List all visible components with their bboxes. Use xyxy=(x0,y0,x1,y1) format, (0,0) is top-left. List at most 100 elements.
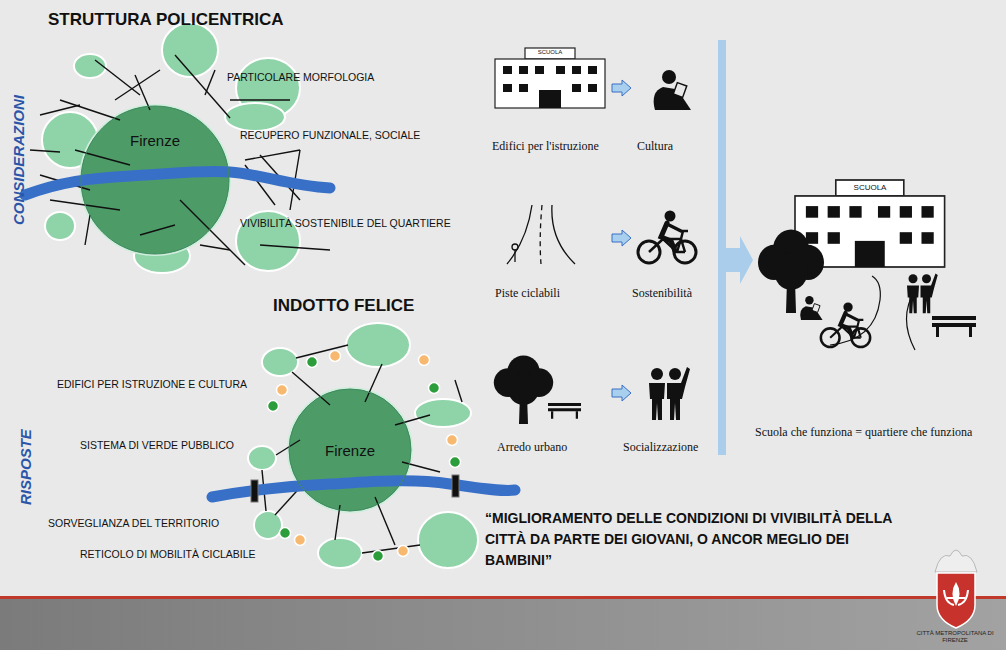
polycentric-map-part-part xyxy=(230,99,290,100)
circle-outline xyxy=(80,105,230,255)
happy-network-map-part xyxy=(277,351,458,557)
polycentric-map-part-part xyxy=(225,103,285,131)
happy-network-map-part xyxy=(248,323,478,568)
divider-arrow-part xyxy=(726,236,753,284)
building-sign: SCUOLA xyxy=(525,49,575,56)
happy-network-map-part xyxy=(288,388,412,512)
polycentric-map-part-part xyxy=(135,75,150,110)
logo xyxy=(935,550,977,628)
middle-icons-part xyxy=(638,211,696,264)
middle-icons-part xyxy=(612,80,631,96)
map-note: PARTICOLARE MORFOLOGIA xyxy=(227,71,374,84)
happy-network-map-part-part xyxy=(268,401,279,412)
middle-icons-part xyxy=(612,230,631,246)
polycentric-map-part-part xyxy=(85,215,90,245)
happy-network-map-part-part xyxy=(307,357,318,368)
map-note: VIVIBILITÀ SOSTENIBILE DEL QUARTIERE xyxy=(240,217,451,230)
map-note: SORVEGLIANZA DEL TERRITORIO xyxy=(48,517,219,530)
middle-icons-part-part xyxy=(540,205,542,264)
quote: “MIGLIORAMENTO DELLE CONDIZIONI DI VIVIB… xyxy=(485,508,915,571)
middle-icons-part xyxy=(495,48,605,108)
school-neighbourhood-part xyxy=(758,229,824,313)
logo-text: CITTÀ METROPOLITANA DI FIRENZE xyxy=(915,630,995,644)
bottom-band-part xyxy=(0,599,1006,650)
bottom-band-part xyxy=(0,596,1006,599)
city-circle: Firenze xyxy=(288,388,412,512)
city-circle: Firenze xyxy=(80,105,230,255)
polycentric-map-part xyxy=(42,23,300,273)
happy-network-map-part-part xyxy=(395,415,430,425)
polycentric-map-part-part xyxy=(74,54,106,78)
polycentric-map-part-part xyxy=(40,105,80,115)
happy-network-map-part-part xyxy=(418,512,478,568)
polycentric-map-part-part xyxy=(60,100,120,120)
happy-network-map-part-part xyxy=(455,380,462,402)
happy-network-map-part-part xyxy=(419,355,430,366)
icon-caption: Cultura xyxy=(637,139,673,153)
polycentric-map-part-part xyxy=(115,70,160,100)
middle-icons-part-part xyxy=(512,244,518,250)
polycentric-map-part-part xyxy=(140,225,175,235)
happy-network-map-part xyxy=(251,480,258,502)
polycentric-map-part-part xyxy=(95,60,140,95)
polycentric-map xyxy=(25,23,330,273)
happy-network-map-part-part xyxy=(277,385,288,396)
school-neighbourhood-part xyxy=(800,296,822,320)
happy-network-map-part-part xyxy=(254,511,282,539)
happy-network-map-part-part xyxy=(398,546,409,557)
map-note: SISTEMA DI VERDE PUBBLICO xyxy=(80,439,234,452)
polycentric-map-part-part xyxy=(205,70,215,95)
polycentric-map-part-part xyxy=(260,245,330,250)
school-neighbourhood-part xyxy=(907,274,938,314)
polycentric-map-part-part xyxy=(175,55,230,118)
polycentric-map-part xyxy=(25,171,330,195)
side-heading: CONSIDERAZIONI xyxy=(10,95,28,225)
circle-outline xyxy=(289,389,411,511)
map-note: EDIFICI PER ISTRUZIONE E CULTURA xyxy=(57,378,247,391)
school-neighbourhood xyxy=(758,180,976,350)
icon-caption: Edifici per l'istruzione xyxy=(492,139,599,153)
middle-icons-part xyxy=(649,367,690,420)
section-heading: STRUTTURA POLICENTRICA xyxy=(48,10,283,30)
happy-network-map-part xyxy=(262,345,462,553)
happy-network-map-part-part xyxy=(318,538,362,568)
icon-caption: Arredo urbano xyxy=(497,440,567,454)
middle-icons xyxy=(494,48,696,424)
school-neighbourhood-part xyxy=(932,316,976,337)
circle-outline xyxy=(81,106,229,254)
middle-icons-part xyxy=(654,70,691,110)
icon-caption: Socializzazione xyxy=(623,440,698,454)
happy-network-map-part-part xyxy=(295,535,306,546)
logo-part xyxy=(944,590,968,605)
icon-caption: Sostenibilità xyxy=(632,286,692,300)
happy-network-map-part-part xyxy=(330,351,341,362)
icon-caption: Piste ciclabili xyxy=(495,286,560,300)
middle-icons-part xyxy=(507,205,575,264)
middle-icons-part-part xyxy=(552,205,575,264)
section-heading: INDOTTO FELICE xyxy=(273,296,414,316)
happy-network-map-part-part xyxy=(276,440,300,455)
polycentric-map-part-part xyxy=(180,200,245,265)
bottom-band xyxy=(0,596,1006,650)
happy-network-map xyxy=(212,323,515,568)
city-name: Firenze xyxy=(325,442,375,459)
happy-network-map-part-part xyxy=(429,383,440,394)
building-sign: SCUOLA xyxy=(836,183,904,193)
equation-caption: Scuola che funziona = quartiere che funz… xyxy=(755,425,972,439)
middle-icons-part-part xyxy=(514,250,515,262)
middle-icons-part xyxy=(612,385,631,401)
happy-network-map-part-part xyxy=(373,551,384,562)
polycentric-map-part-part xyxy=(30,150,60,152)
divider-arrow xyxy=(718,40,753,455)
logo-part xyxy=(953,582,960,606)
logo-part xyxy=(937,573,975,628)
map-note: RECUPERO FUNZIONALE, SOCIALE xyxy=(240,129,420,142)
happy-network-map-part-part xyxy=(362,545,420,553)
divider-arrow-part xyxy=(718,40,726,455)
polycentric-map-part-part xyxy=(162,23,218,77)
map-note: RETICOLO DI MOBILITÀ CICLABILE xyxy=(80,548,256,561)
polycentric-map-part-part xyxy=(45,212,75,240)
happy-network-map-part-part xyxy=(280,528,291,539)
school-neighbourhood-part xyxy=(821,302,870,347)
